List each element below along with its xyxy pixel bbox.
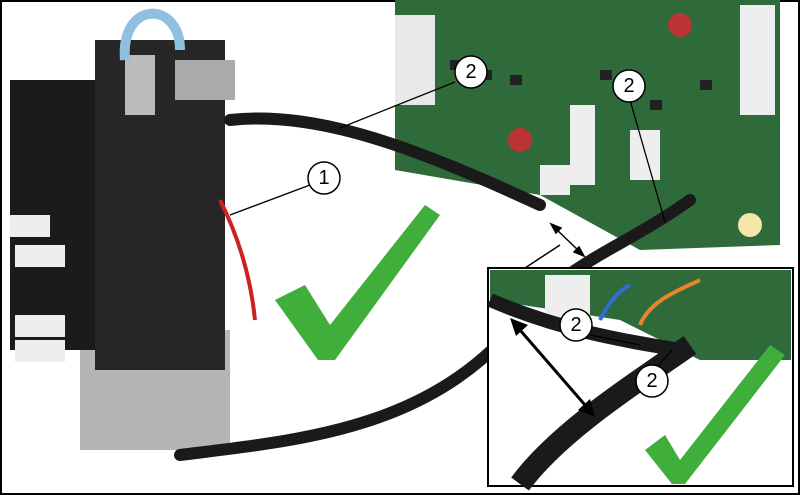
pcb-board xyxy=(395,0,780,250)
callout-2: 2 xyxy=(559,308,593,342)
double-arrow-icon xyxy=(510,318,595,417)
double-arrow-icon xyxy=(524,222,586,269)
callout-label: 2 xyxy=(646,370,657,392)
valve-assembly xyxy=(10,8,257,450)
callout-1: 1 xyxy=(307,161,341,195)
callout-label: 2 xyxy=(465,61,476,83)
callout-label: 2 xyxy=(623,75,634,97)
callout-2: 2 xyxy=(454,55,488,89)
callout-2: 2 xyxy=(612,69,646,103)
callout-2: 2 xyxy=(635,364,669,398)
checkmark-icon xyxy=(645,345,785,484)
callout-label: 1 xyxy=(318,167,329,189)
leader-lines xyxy=(229,81,673,376)
detail-inset xyxy=(487,267,794,491)
checkmark-icon xyxy=(275,205,440,360)
callout-label: 2 xyxy=(570,314,581,336)
